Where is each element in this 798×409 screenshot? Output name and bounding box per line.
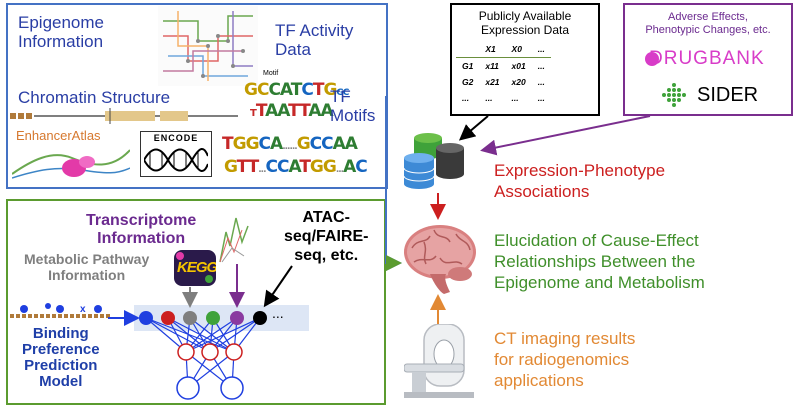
enhancer-loop-image [12,149,130,179]
encode-label: ENCODE [153,133,199,143]
expression-data-title: Publicly Available Expression Data [478,9,572,37]
sider-icon [659,82,689,110]
hidden-node-3 [225,343,243,361]
tf-network-map-image [158,6,258,86]
hidden-node-1 [177,343,195,361]
chromatin-structure-label: Chromatin Structure [18,88,171,107]
svg-text:x: x [80,304,86,315]
header-cell: X0 [505,41,532,58]
input-node-black [253,311,267,325]
kegg-label: KEGG [177,259,216,276]
header-cell [456,41,480,58]
table-cell: ... [537,77,545,87]
table-cell: ... [537,61,545,71]
motif-logo-2: TTAATTAA [250,101,334,121]
transcriptome-information-label: Transcriptome Information [86,212,197,247]
neural-network-diagram [134,305,309,400]
table-cell: ... [511,93,519,103]
epigenome-information-label: Epigenome Information [18,13,105,51]
tf-activity-data-label: TF Activity Data [275,21,354,59]
table-cell: ... [462,93,470,103]
expression-data-box: Publicly Available Expression Data X1 X0… [450,3,600,116]
table-cell: ... [537,93,545,103]
prediction-model-panel [6,199,386,405]
table-cell: x01 [511,61,526,71]
table-cell: G2 [462,77,474,87]
input-node-gray [183,311,197,325]
database-icon [403,133,464,189]
table-cell: ... [485,93,493,103]
expression-phenotype-associations-label: Expression-Phenotype Associations [494,161,666,201]
atac-seq-label: ATAC- seq/FAIRE- seq, etc. [284,209,369,264]
output-node-1 [176,376,200,400]
brain-icon [404,225,476,294]
input-layer-ellipsis: ... [272,305,284,321]
input-node-green [206,311,220,325]
metabolic-pathway-label: Metabolic Pathway Information [24,251,150,283]
input-node-blue [139,311,153,325]
table-cell: G1 [462,61,474,71]
expression-table: X1 X0 ... G1 x11 x01 ... G2 x21 x20 ... … [456,41,551,106]
ct-scanner-icon [404,324,474,398]
chromatin-track-image [10,108,238,124]
motif-logo-4: GTT...CCATGG...AC [224,157,368,177]
encode-logo: ENCODE [140,131,212,177]
table-cell: x11 [485,61,499,71]
drugbank-label: DRUGBANK [649,48,765,69]
kegg-logo: KEGG [174,250,216,286]
motif-logo-3: TGGCA......GCCAA [222,134,358,154]
table-cell: x21 [485,77,500,87]
ct-imaging-label: CT imaging results for radiogenomics app… [494,329,636,390]
sider-label: SIDER [697,84,759,106]
header-cell: ... [531,41,551,58]
motif-caption: Motif [263,70,279,77]
table-row: G2 x21 x20 ... [456,74,551,90]
header-cell: X1 [479,41,506,58]
table-cell: x20 [511,77,526,87]
binding-preference-model-label: Binding Preference Prediction Model [22,325,100,390]
drugbank-logo: DRUGBANK [645,48,773,72]
expression-plot-image [219,217,249,263]
phenotype-data-title: Adverse Effects, Phenotypic Changes, etc… [645,11,771,36]
binding-sequence-image: x [10,303,110,318]
cause-effect-elucidation-label: Elucidation of Cause-Effect Relationship… [494,231,705,292]
input-node-red [161,311,175,325]
enhanceratlas-label: EnhancerAtlas [16,128,101,143]
table-row: G1 x11 x01 ... [456,58,551,75]
drugbank-icon [645,52,659,66]
tf-motifs-label: TF Motifs [330,87,376,125]
motif-logo-1: GCCATCTGGC [244,80,349,100]
phenotype-data-box: Adverse Effects, Phenotypic Changes, etc… [623,3,793,116]
output-node-2 [220,376,244,400]
hidden-node-2 [201,343,219,361]
table-row: ... ... ... ... [456,90,551,106]
input-node-purple [230,311,244,325]
expression-table-header: X1 X0 ... [456,41,551,58]
